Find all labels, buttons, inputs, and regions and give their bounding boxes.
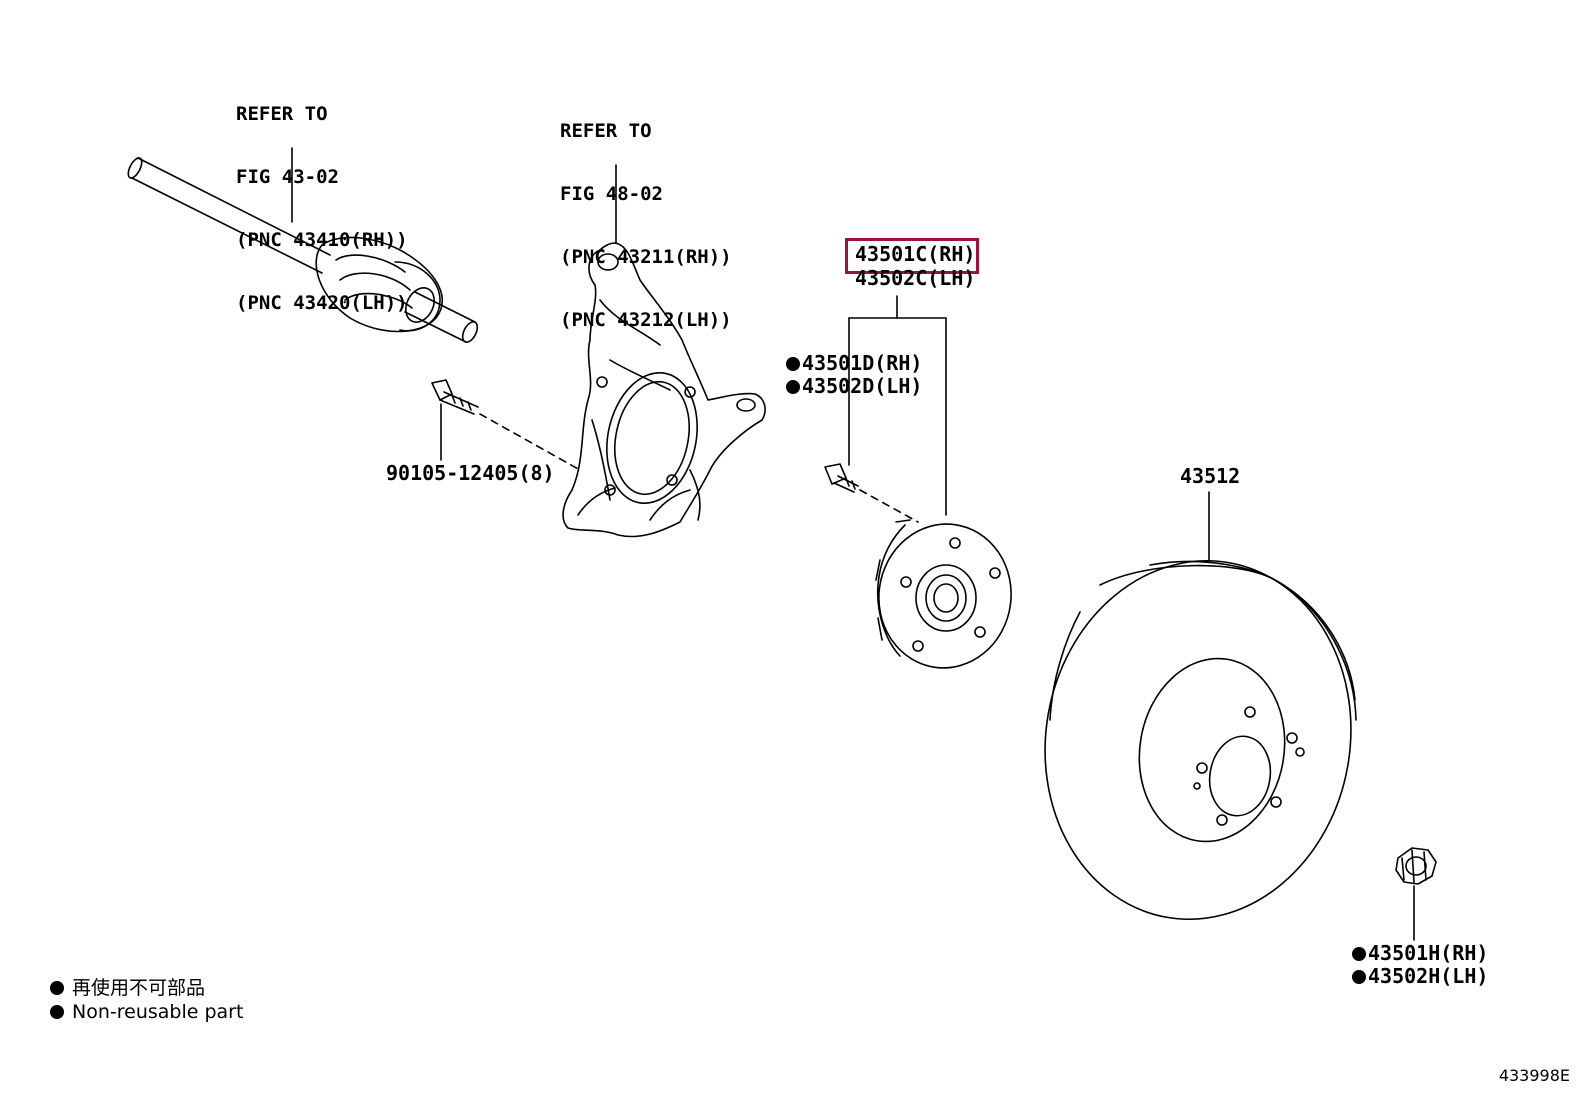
part-label-knuckle-bolt[interactable]: 90105-12405(8) — [386, 461, 555, 485]
hub-bearing-drawing — [875, 519, 1012, 669]
non-reusable-marker-icon — [50, 981, 64, 995]
bolt-rh-text: 43501D(RH) — [802, 351, 923, 375]
selected-part-highlight — [845, 238, 979, 274]
knuckle-ref-line-4: (PNC 43212(LH)) — [560, 309, 732, 331]
drive-shaft-ref-line-4: (PNC 43420(LH)) — [236, 292, 408, 314]
part-label-hub-lh[interactable]: 43502C(LH) — [855, 266, 976, 290]
drive-shaft-drawing — [127, 147, 479, 343]
hub-bolt-drawing — [824, 317, 919, 523]
non-reusable-marker-icon — [1352, 970, 1366, 984]
hub-bracket-lines — [848, 295, 947, 516]
non-reusable-marker-icon — [786, 380, 800, 394]
legend-en-text: Non-reusable part — [72, 1001, 244, 1023]
part-label-bolt-rh[interactable]: 43501D(RH) — [786, 352, 922, 375]
figure-number: 433998E — [1498, 1066, 1570, 1085]
non-reusable-marker-icon — [1352, 947, 1366, 961]
drive-shaft-ref-line-1: REFER TO — [236, 103, 328, 125]
non-reusable-marker-icon — [786, 357, 800, 371]
legend-english: Non-reusable part — [50, 1000, 243, 1024]
bolt-lh-text: 43502D(LH) — [802, 374, 923, 398]
part-label-nut-rh[interactable]: 43501H(RH) — [1352, 942, 1488, 965]
knuckle-ref-line-2: FIG 48-02 — [560, 183, 663, 205]
knuckle-reference: REFER TO FIG 48-02 (PNC 43211(RH)) (PNC … — [560, 79, 732, 352]
knuckle-ref-line-1: REFER TO — [560, 120, 652, 142]
non-reusable-marker-icon — [50, 1005, 64, 1019]
brake-rotor-drawing — [1044, 491, 1357, 921]
hub-nut-drawing — [1395, 847, 1437, 941]
part-label-bolt-lh[interactable]: 43502D(LH) — [786, 375, 922, 398]
nut-lh-text: 43502H(LH) — [1368, 964, 1489, 988]
drive-shaft-reference: REFER TO FIG 43-02 (PNC 43410(RH)) (PNC … — [236, 62, 408, 335]
drive-shaft-ref-line-3: (PNC 43410(RH)) — [236, 229, 408, 251]
knuckle-ref-line-3: (PNC 43211(RH)) — [560, 246, 732, 268]
steering-knuckle-drawing — [562, 164, 766, 538]
part-label-hub-rh[interactable]: 43501C(RH) — [855, 242, 976, 266]
legend-japanese: 再使用不可部品 — [50, 976, 205, 1000]
drive-shaft-ref-line-2: FIG 43-02 — [236, 166, 339, 188]
part-label-nut-lh[interactable]: 43502H(LH) — [1352, 965, 1488, 988]
nut-rh-text: 43501H(RH) — [1368, 941, 1489, 965]
knuckle-bolt-drawing — [431, 379, 581, 471]
part-label-rotor[interactable]: 43512 — [1180, 464, 1241, 488]
legend-jp-text: 再使用不可部品 — [72, 977, 206, 999]
